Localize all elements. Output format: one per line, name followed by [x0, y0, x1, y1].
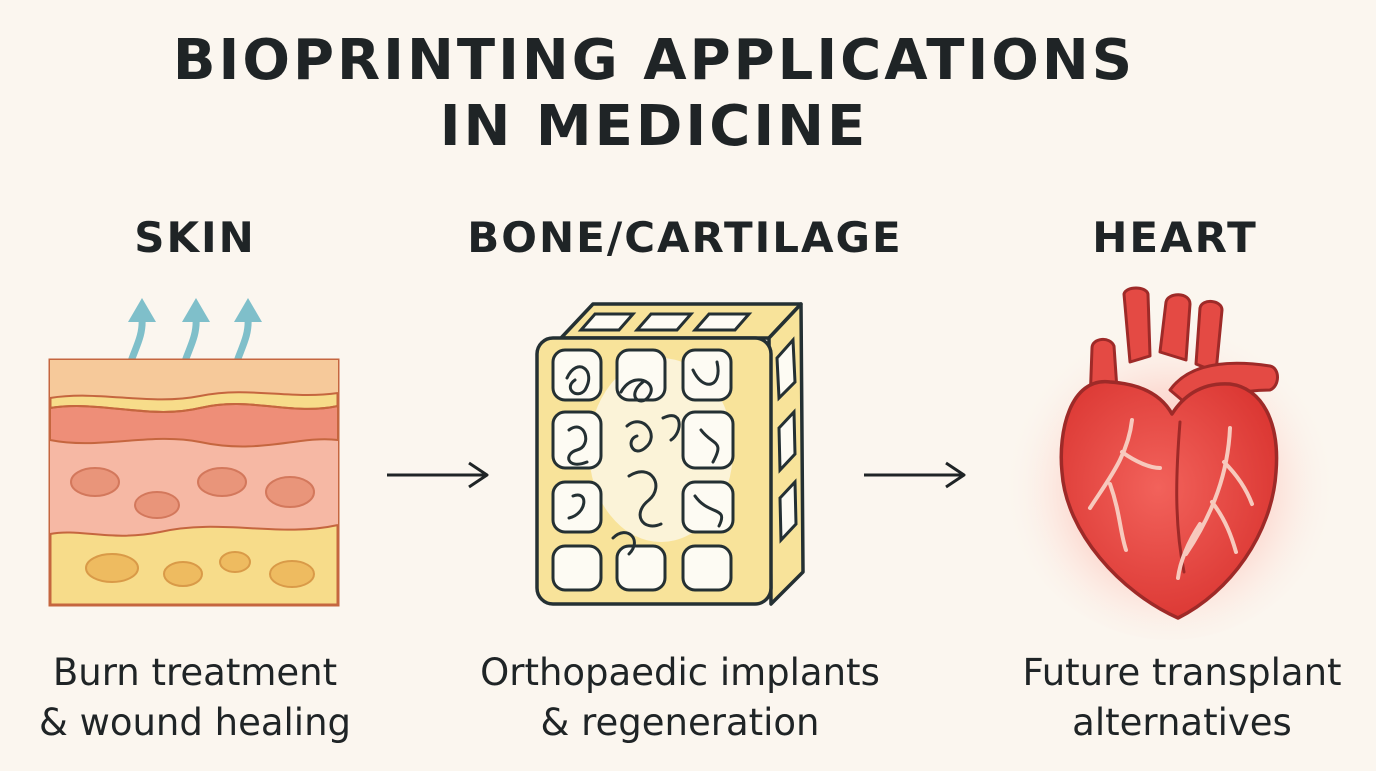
skin-caption-line-2: & wound healing	[38, 701, 352, 744]
title-line-1: BIOPRINTING APPLICATIONS	[172, 28, 1136, 93]
skin-layers-icon	[48, 298, 340, 607]
bone-caption-line-1: Orthopaedic implants	[480, 651, 880, 694]
scaffold-lattice-icon	[535, 302, 805, 606]
heart-heading: HEART	[1092, 213, 1258, 262]
skin-caption-line-1: Burn treatment	[52, 651, 338, 694]
skin-caption: Burn treatment & wound healing	[20, 648, 370, 748]
heart-caption: Future transplant alternatives	[1000, 648, 1364, 748]
bone-cartilage-heading: BONE/CARTILAGE	[467, 213, 903, 262]
heart-caption-line-1: Future transplant	[1022, 651, 1342, 694]
heart-icon	[1002, 286, 1338, 640]
arrow-right-icon	[864, 461, 966, 489]
heart-caption-line-2: alternatives	[1072, 701, 1292, 744]
page-title: BIOPRINTING APPLICATIONS IN MEDICINE	[0, 28, 1308, 160]
bone-caption-line-2: & regeneration	[540, 701, 820, 744]
bone-cartilage-caption: Orthopaedic implants & regeneration	[452, 648, 908, 748]
title-line-2: IN MEDICINE	[439, 94, 869, 159]
arrow-right-icon	[387, 461, 489, 489]
skin-heading: SKIN	[134, 213, 256, 262]
